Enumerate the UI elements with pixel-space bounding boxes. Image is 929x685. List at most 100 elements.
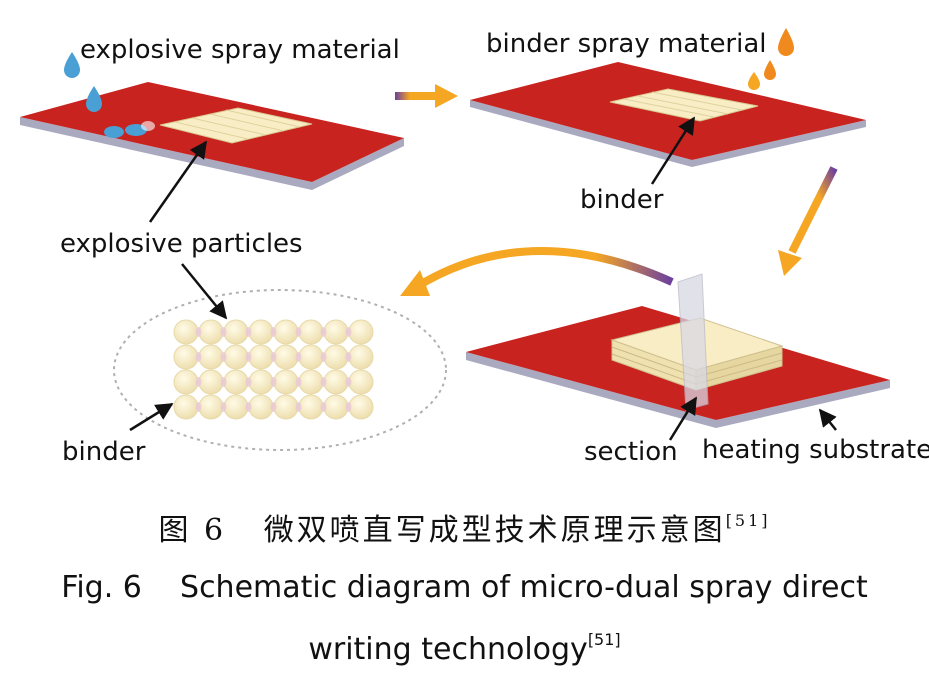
label-binder-left: binder: [62, 437, 146, 467]
caption-english-line2: writing technology[51]: [0, 630, 929, 667]
pointer-section: [668, 396, 698, 441]
explosive-particle: [173, 394, 199, 420]
binder-bridge: [295, 352, 302, 362]
binder-bridge: [195, 377, 202, 387]
binder-bridge: [345, 327, 352, 337]
binder-bridge: [270, 352, 277, 362]
explosive-particle: [273, 319, 299, 345]
explosive-particle: [198, 394, 224, 420]
diagram-canvas: explosive spray material binder spray ma…: [20, 28, 929, 467]
caption-zh-ref: [51]: [725, 511, 771, 530]
explosive-particle: [323, 319, 349, 345]
binder-bridge: [295, 327, 302, 337]
label-heating-substrate: heating substrate: [702, 435, 929, 465]
binder-bridge: [295, 402, 302, 412]
caption-en-line2: writing technology: [308, 632, 588, 667]
binder-bridge: [295, 377, 302, 387]
pointer-binder-zoom: [129, 402, 174, 432]
particle-strip-1: [159, 107, 313, 144]
explosive-particle: [273, 344, 299, 370]
panel-explosive-spray: [20, 52, 404, 190]
substrate-edge-3: [466, 352, 890, 428]
explosive-particle: [298, 344, 324, 370]
flow-arrow-curved: [400, 246, 674, 296]
binder-bridge: [220, 377, 227, 387]
binder-bridge: [320, 352, 327, 362]
caption-english-line1: Fig. 6 Schematic diagram of micro-dual s…: [0, 570, 929, 605]
panel-section: [466, 273, 890, 428]
substrate-edge-2: [470, 100, 866, 167]
explosive-particle: [223, 344, 249, 370]
explosive-particle: [298, 394, 324, 420]
binder-bridge: [195, 402, 202, 412]
particle-grid-zoom: [173, 319, 374, 420]
explosive-particle: [173, 319, 199, 345]
explosive-particle: [348, 369, 374, 395]
explosive-particle: [223, 369, 249, 395]
explosive-particle: [198, 319, 224, 345]
section-plane: [677, 273, 709, 411]
explosive-particle: [298, 369, 324, 395]
explosive-particle: [348, 394, 374, 420]
flow-arrow-down: [778, 166, 838, 276]
explosive-particle: [198, 369, 224, 395]
panel-binder-spray: [470, 28, 866, 167]
binder-bridge: [245, 377, 252, 387]
binder-bridge: [270, 402, 277, 412]
panel-zoom-section: [113, 289, 447, 451]
binder-bridge: [270, 377, 277, 387]
pointer-binder-top: [650, 116, 696, 185]
label-binder-top: binder: [580, 185, 664, 215]
caption-zh-prefix: 图 6: [158, 513, 227, 548]
label-explosive-spray-material: explosive spray material: [80, 35, 400, 65]
drop-icon: [64, 52, 155, 138]
pointer-particles-top: [148, 140, 208, 223]
binder-bridge: [195, 327, 202, 337]
caption-chinese: 图 6 微双喷直写成型技术原理示意图[51]: [0, 505, 929, 549]
binder-bridge: [345, 352, 352, 362]
pointer-arrows: [129, 116, 837, 441]
explosive-particle: [248, 369, 274, 395]
zoom-ellipse: [113, 289, 447, 451]
flow-arrow-right: [395, 84, 458, 108]
label-binder-spray-material: binder spray material: [486, 29, 767, 59]
binder-bridge: [345, 402, 352, 412]
explosive-particle: [273, 369, 299, 395]
binder-bridge: [245, 327, 252, 337]
explosive-particle: [223, 319, 249, 345]
binder-bridge: [220, 402, 227, 412]
binder-bridge: [320, 377, 327, 387]
binder-bridge: [195, 352, 202, 362]
binder-bridge: [220, 327, 227, 337]
explosive-particle: [323, 369, 349, 395]
binder-bridge: [320, 402, 327, 412]
explosive-particle: [298, 319, 324, 345]
caption-en-line1: Fig. 6 Schematic diagram of micro-dual s…: [61, 570, 868, 605]
explosive-particle: [348, 344, 374, 370]
binder-bridge: [220, 352, 227, 362]
explosive-particle: [323, 394, 349, 420]
caption-en-ref: [51]: [587, 630, 621, 649]
pointer-particles-zoom: [181, 263, 228, 320]
explosive-particle: [248, 394, 274, 420]
explosive-particle: [223, 394, 249, 420]
label-section: section: [584, 437, 678, 467]
explosive-particle: [198, 344, 224, 370]
binder-bridge: [245, 402, 252, 412]
particle-grid-2: [623, 91, 743, 118]
explosive-particle: [248, 319, 274, 345]
binder-bridge: [270, 327, 277, 337]
pointer-substrate: [818, 408, 837, 431]
particle-grid-1: [174, 109, 301, 140]
caption-zh-text: 微双喷直写成型技术原理示意图: [263, 513, 726, 548]
explosive-particle: [248, 344, 274, 370]
binder-bridge: [245, 352, 252, 362]
binder-bridge: [320, 327, 327, 337]
explosive-particle: [173, 369, 199, 395]
label-explosive-particles: explosive particles: [60, 229, 303, 259]
explosive-particle: [323, 344, 349, 370]
explosive-particle: [348, 319, 374, 345]
explosive-particle: [273, 394, 299, 420]
binder-bridge: [345, 377, 352, 387]
explosive-particle: [173, 344, 199, 370]
